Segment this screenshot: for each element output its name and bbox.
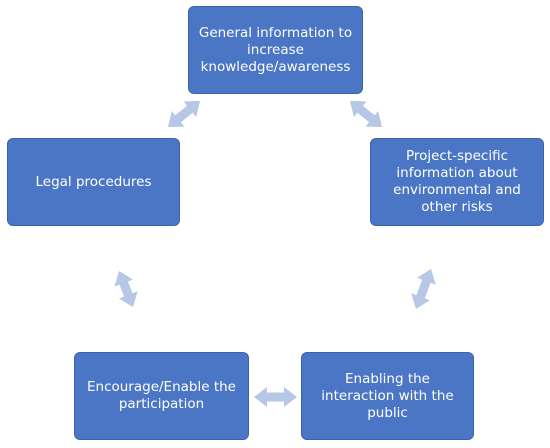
node-enabling-interaction-label: Enabling the interaction with the public bbox=[321, 370, 454, 421]
node-legal-procedures-label: Legal procedures bbox=[35, 173, 152, 190]
node-legal-procedures: Legal procedures bbox=[7, 138, 180, 226]
double-arrow-legal-encourage bbox=[114, 271, 138, 307]
node-general-information: General information to increase knowledg… bbox=[188, 6, 363, 94]
double-arrow-general-project bbox=[350, 101, 382, 127]
node-general-information-label: General information to increase knowledg… bbox=[198, 24, 353, 75]
node-project-specific-information: Project-specific information about envir… bbox=[370, 138, 544, 226]
double-arrow-encourage-enabling bbox=[254, 387, 297, 407]
node-encourage-participation-label: Encourage/Enable the participation bbox=[86, 379, 236, 412]
double-arrow-general-legal bbox=[168, 101, 200, 127]
node-encourage-participation: Encourage/Enable the participation bbox=[74, 352, 249, 440]
node-enabling-interaction: Enabling the interaction with the public bbox=[301, 352, 474, 440]
double-arrow-project-enabling bbox=[411, 269, 436, 309]
node-project-specific-information-label: Project-specific information about envir… bbox=[393, 148, 521, 215]
